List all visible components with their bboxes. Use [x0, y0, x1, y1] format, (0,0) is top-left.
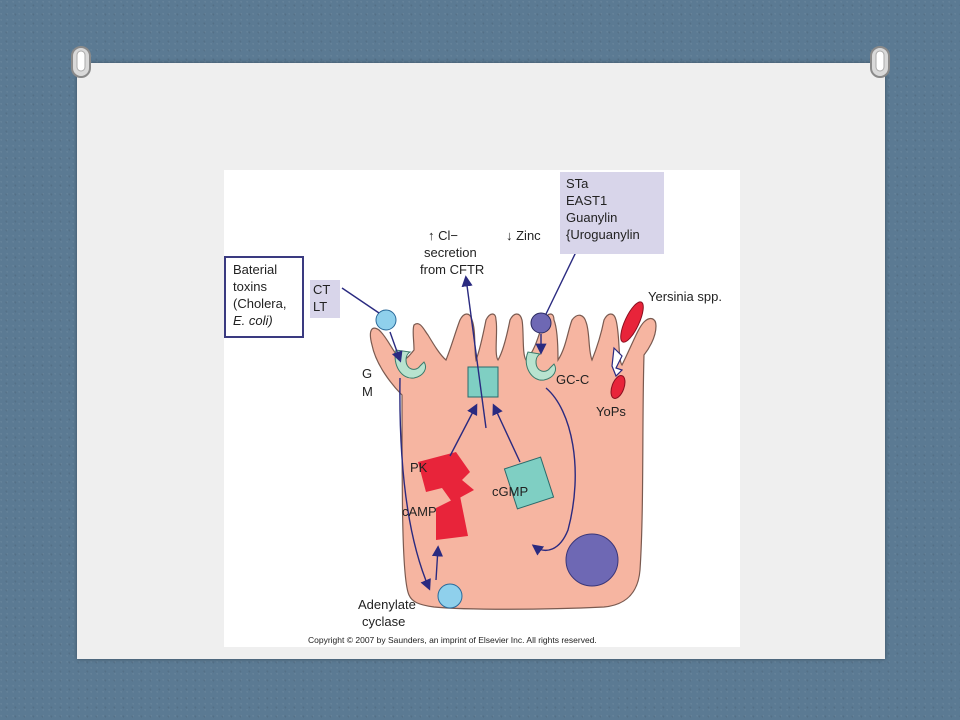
cl-secretion-line2: secretion: [424, 245, 477, 260]
adenylate-label-line1: Adenylate: [358, 597, 416, 612]
ct-lt-ligand: [375, 309, 397, 331]
ct-label: CT: [313, 282, 331, 297]
cl-secretion-line3: from CFTR: [420, 262, 484, 277]
bacterial-toxins-box: Baterial toxins (Cholera, E. coli): [224, 256, 304, 338]
svg-text:↑ Cl−: ↑ Cl−: [428, 228, 458, 243]
gm-receptor: [394, 349, 427, 379]
yops-injection-icon: [611, 346, 624, 378]
svg-text:cyclase: cyclase: [362, 614, 405, 629]
gm-label-m: M: [362, 384, 373, 399]
svg-text:Yersinia spp.: Yersinia spp.: [648, 289, 722, 304]
cl-secretion-line1: ↑ Cl−: [428, 228, 458, 243]
diagram-canvas: ↑ Cl− secretion from CFTR ↓ Zinc Yersini…: [341, 228, 722, 629]
gcc-receptor: [525, 351, 557, 381]
left-binder-ring-icon: [71, 46, 91, 78]
pk-shape: [418, 452, 474, 502]
right-binder-ring-icon: [870, 46, 890, 78]
gm-label-g: G: [362, 366, 372, 381]
cgmp-shape: [503, 456, 555, 510]
svg-text:M: M: [362, 384, 373, 399]
sta-line4: {Uroguanylin: [566, 227, 640, 242]
pk-label: PK: [410, 460, 428, 475]
toxins-line3: (Cholera,: [233, 296, 287, 311]
cftr-square: [467, 366, 499, 398]
toxins-line4: E. coli): [233, 313, 273, 328]
svg-text:GC-C: GC-C: [556, 372, 589, 387]
svg-text:G: G: [362, 366, 372, 381]
svg-text:PK: PK: [410, 460, 428, 475]
yops-label: YoPs: [596, 404, 626, 419]
svg-text:from CFTR: from CFTR: [420, 262, 484, 277]
sta-ligand: [530, 312, 552, 334]
copyright-notice: Copyright © 2007 by Saunders, an imprint…: [308, 635, 597, 645]
svg-text:cGMP: cGMP: [492, 484, 528, 499]
svg-text:YoPs: YoPs: [596, 404, 626, 419]
ct-lt-box: CT LT: [310, 280, 340, 318]
yersinia-bacterium: [620, 301, 644, 343]
sta-box: STa EAST1 Guanylin {Uroguanylin: [560, 172, 664, 254]
adenylate-cyclase: [437, 583, 463, 609]
sta-line1: STa: [566, 176, 589, 191]
gcc-label: GC-C: [556, 372, 589, 387]
camp-shape: [436, 496, 468, 540]
yersinia-label: Yersinia spp.: [648, 289, 722, 304]
adenylate-label-line2: cyclase: [362, 614, 405, 629]
sta-line2: EAST1: [566, 193, 608, 208]
svg-text:cAMP: cAMP: [402, 504, 437, 519]
toxins-line2: toxins: [233, 279, 267, 294]
zinc-label: ↓ Zinc: [506, 228, 541, 243]
nucleus: [565, 533, 619, 587]
sta-line3: Guanylin: [566, 210, 618, 225]
enterocyte-toxin-diagram: ↑ Cl− secretion from CFTR ↓ Zinc Yersini…: [224, 170, 740, 647]
svg-text:Adenylate: Adenylate: [358, 597, 416, 612]
yops-bacterium: [610, 375, 626, 399]
toxins-line1: Baterial: [233, 262, 278, 277]
svg-text:secretion: secretion: [424, 245, 477, 260]
svg-text:↓ Zinc: ↓ Zinc: [506, 228, 541, 243]
cgmp-label: cGMP: [492, 484, 528, 499]
lt-label: LT: [313, 299, 328, 314]
camp-label: cAMP: [402, 504, 437, 519]
